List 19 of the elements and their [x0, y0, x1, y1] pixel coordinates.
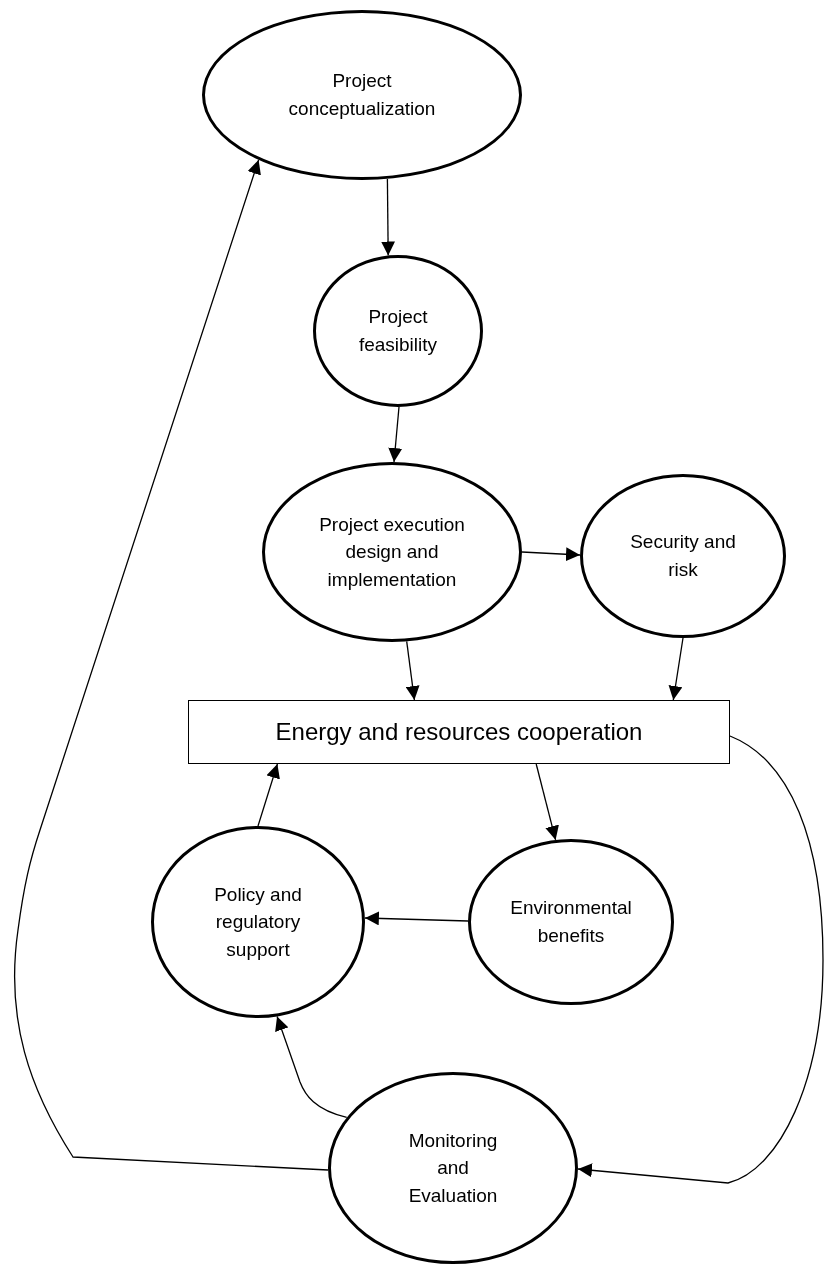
arrow: [668, 637, 684, 701]
arrow: [364, 911, 469, 926]
node-label: Security and risk: [629, 530, 737, 582]
node-label: Energy and resources cooperation: [275, 716, 643, 747]
arrow: [381, 178, 396, 257]
node-label: Environmental benefits: [509, 896, 633, 948]
arrow: [405, 640, 420, 701]
arrow: [13, 159, 329, 1171]
arrow: [535, 763, 559, 841]
node-label: Project conceptualization: [287, 69, 437, 121]
arrow: [521, 547, 581, 562]
arrow: [257, 763, 280, 827]
arrow: [388, 406, 403, 463]
arrow: [577, 735, 824, 1184]
node-label: Project execution design and implementation: [318, 512, 466, 592]
node-label: Policy and regulatory support: [213, 882, 303, 962]
node-label: Monitoring and Evaluation: [407, 1128, 499, 1208]
node-label: Project feasibility: [357, 305, 439, 357]
process-box: [188, 700, 730, 764]
